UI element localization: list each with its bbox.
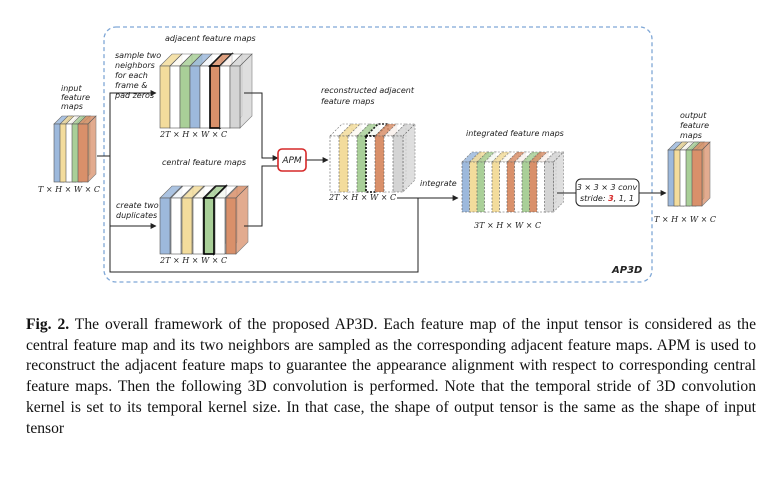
svg-text:neighbors: neighbors (115, 61, 155, 70)
svg-text:sample two: sample two (115, 51, 161, 60)
reconstructed-title: reconstructed adjacent feature maps (321, 86, 415, 106)
integrate-label: integrate (420, 179, 457, 188)
svg-text:for each: for each (115, 71, 148, 80)
central-dim: 2T × H × W × C (159, 256, 227, 265)
svg-text:maps: maps (680, 131, 702, 140)
conv-box (575, 178, 640, 207)
output-dim: T × H × W × C (654, 215, 716, 224)
apm-label: APM (281, 156, 302, 166)
reconstructed-stack (329, 122, 416, 194)
figure-caption: Fig. 2. The overall framework of the pro… (26, 315, 756, 439)
svg-text:maps: maps (61, 102, 83, 111)
svg-text:feature maps: feature maps (321, 97, 375, 106)
integrated-stack (461, 151, 565, 213)
svg-text:duplicates: duplicates (116, 211, 157, 220)
framework-figure: AP3D APM 3 × 3 × 3 conv stride: 3, 1, 1 … (38, 26, 716, 283)
reconstructed-dim: 2T × H × W × C (328, 193, 396, 202)
svg-text:pad zeros: pad zeros (114, 91, 154, 100)
connectors (97, 90, 667, 273)
svg-text:frame &: frame & (115, 81, 148, 90)
sample-text: sample two neighbors for each frame & pa… (114, 51, 161, 100)
central-title: central feature maps (162, 158, 246, 167)
central-stack (159, 184, 249, 256)
adjacent-stack (159, 52, 253, 130)
svg-text:feature: feature (61, 93, 90, 102)
adjacent-dim: 2T × H × W × C (159, 130, 227, 139)
input-stack (53, 115, 97, 183)
integrated-title: integrated feature maps (466, 129, 564, 138)
svg-text:feature: feature (680, 121, 709, 130)
conv-label: 3 × 3 × 3 conv (577, 183, 638, 192)
conv-stride: stride: 3, 1, 1 (580, 194, 634, 203)
ap3d-tag: AP3D (611, 265, 642, 276)
output-stack-slab (691, 141, 711, 207)
adjacent-stack-slab (229, 53, 253, 129)
central-stack-slab (225, 185, 249, 255)
ap3d-panel (103, 26, 653, 283)
apm-box (277, 148, 307, 172)
reconstructed-stack-slab (392, 123, 416, 193)
svg-text:create two: create two (116, 201, 159, 210)
integrated-dim: 3T × H × W × C (474, 221, 541, 230)
output-label: output feature maps (680, 111, 709, 140)
svg-text:reconstructed adjacent: reconstructed adjacent (321, 86, 415, 95)
svg-text:input: input (61, 84, 82, 93)
caption-text: The overall framework of the proposed AP… (26, 316, 756, 437)
duplicate-text: create two duplicates (116, 201, 159, 220)
svg-text:output: output (680, 111, 707, 120)
input-stack-slab (77, 115, 97, 183)
output-stack (667, 141, 711, 207)
caption-label: Fig. 2. (26, 316, 70, 333)
input-label: input feature maps (61, 84, 90, 111)
adjacent-title: adjacent feature maps (165, 34, 256, 43)
input-dim: T × H × W × C (38, 185, 100, 194)
integrated-stack-slab (543, 151, 565, 213)
